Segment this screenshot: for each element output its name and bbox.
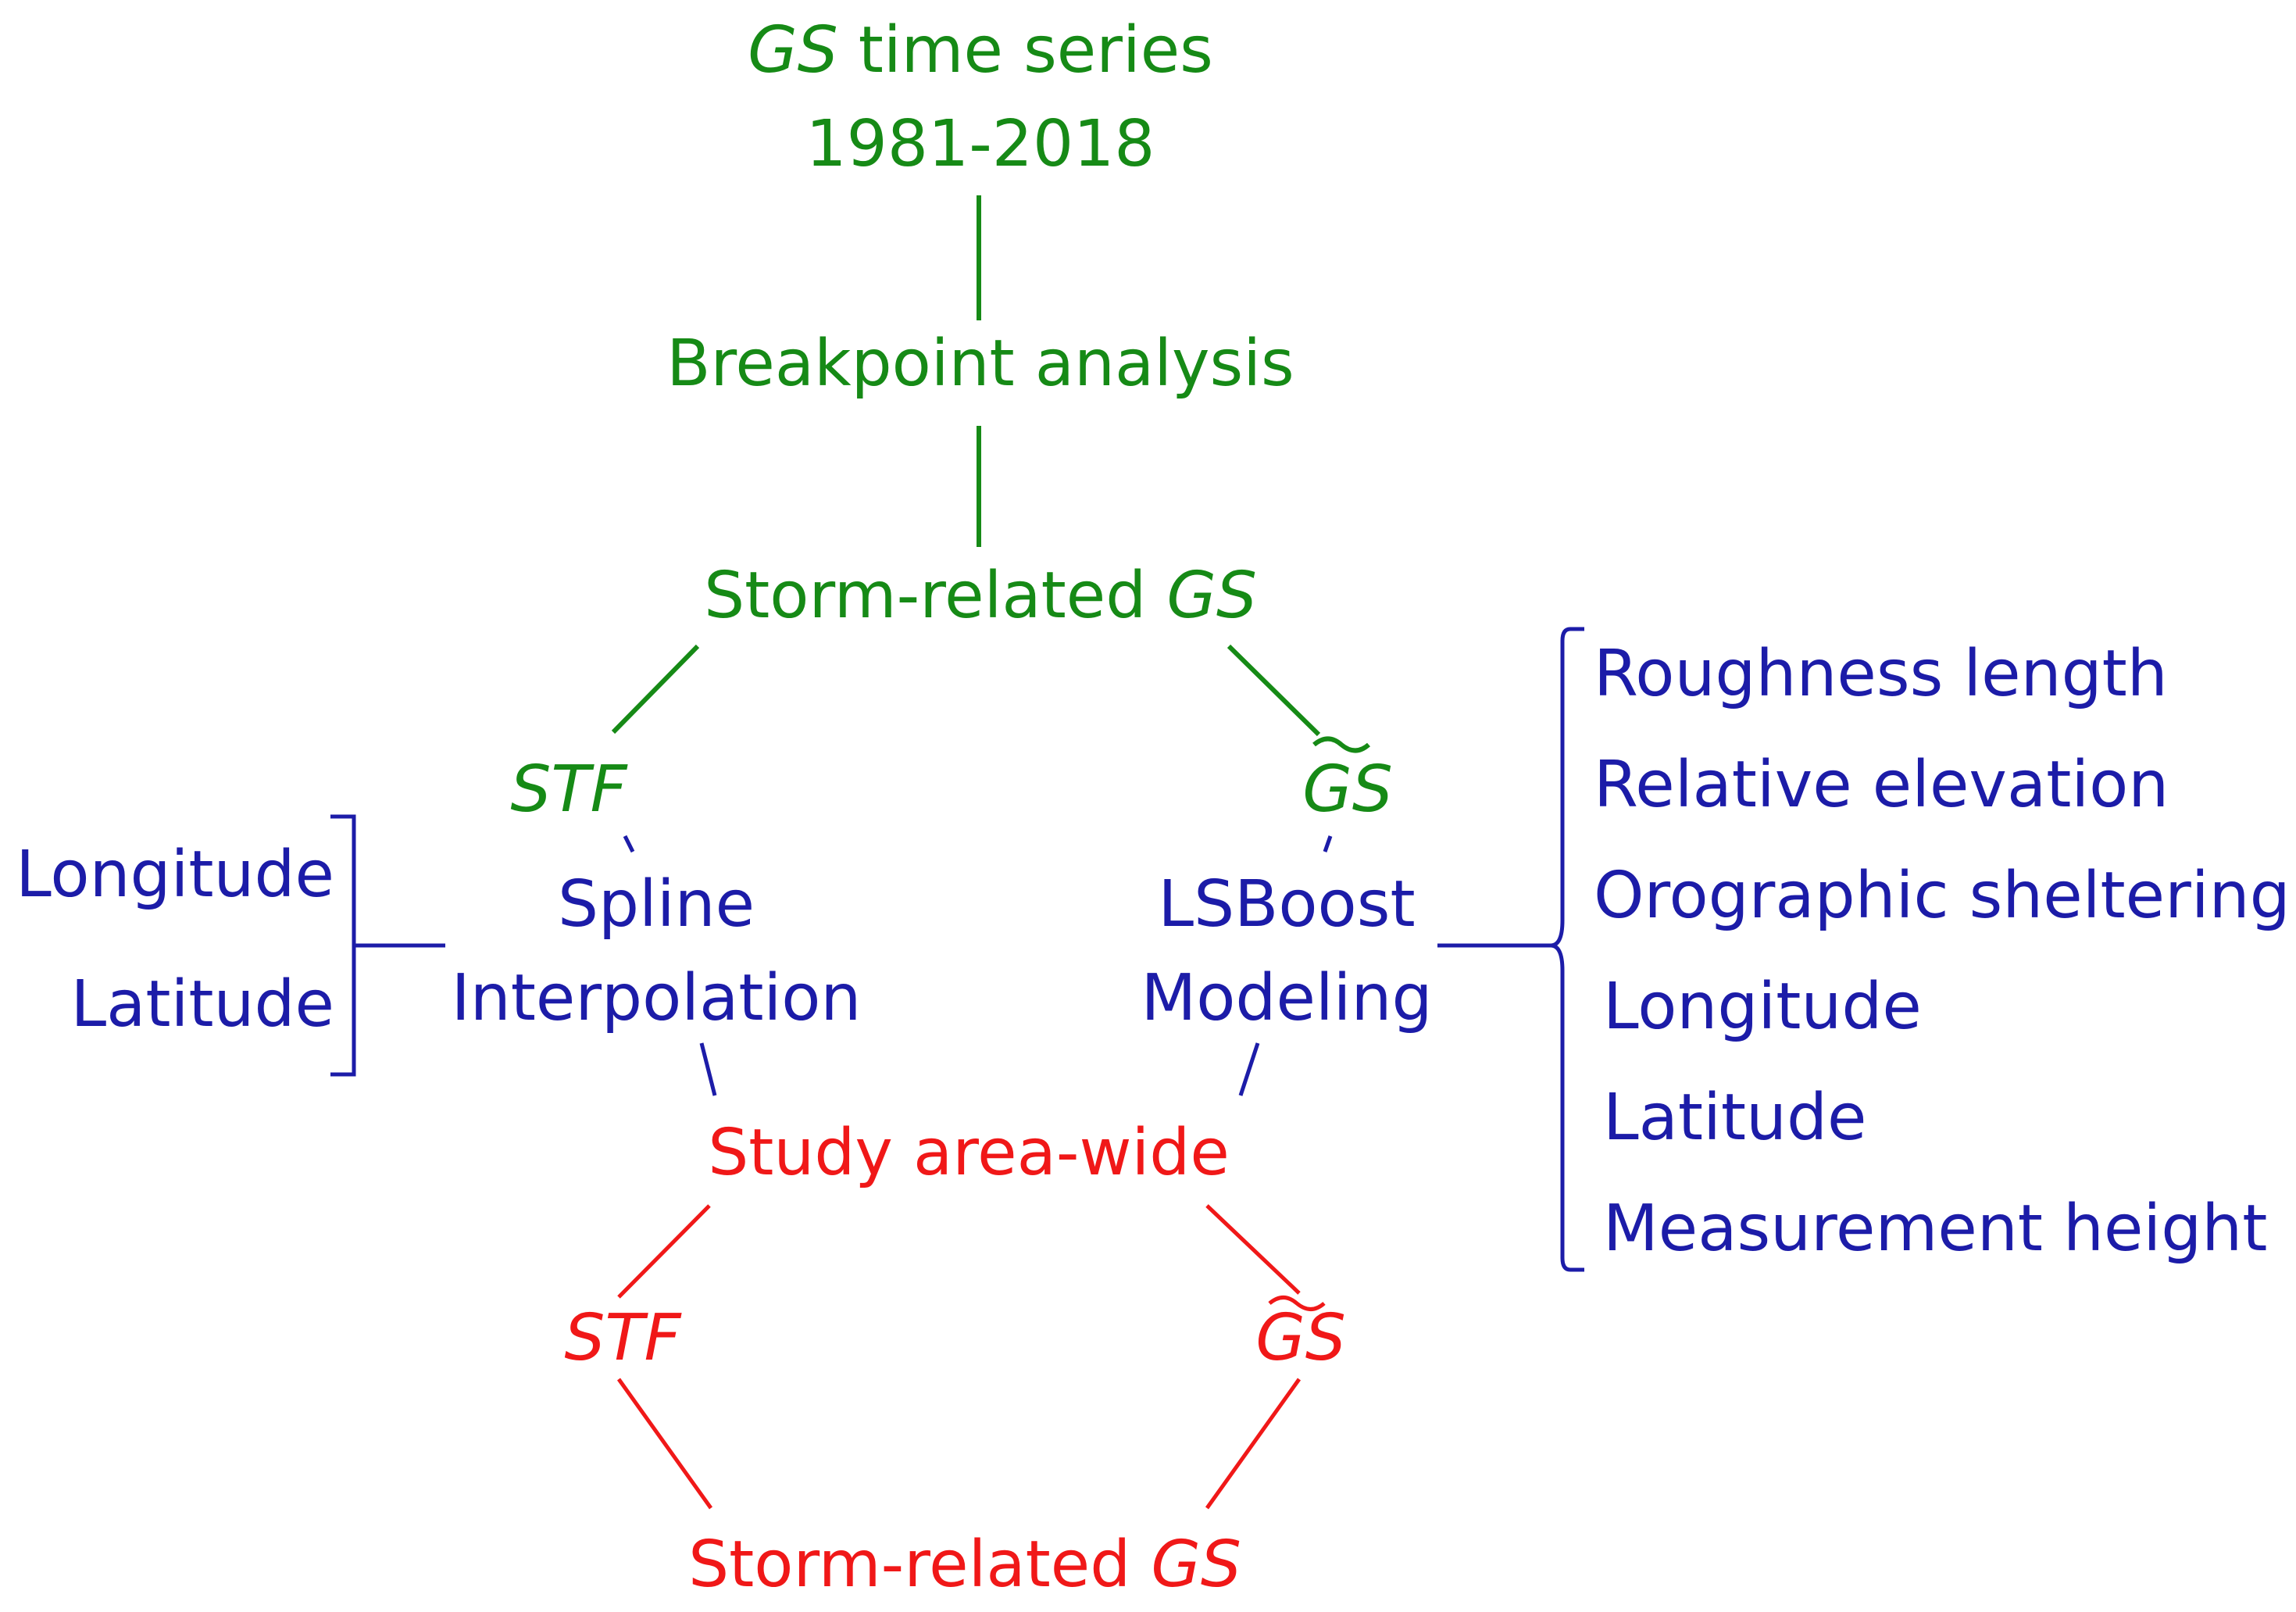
gs-tilde-red-label: GS [1255,1301,1346,1375]
connector-gs-to-lsboost [1323,835,1333,852]
left-predictor-longitude: Longitude [16,838,334,912]
connector-storm-to-stf [611,644,700,735]
spline-label: Spline [558,867,755,942]
tilde-green-icon [1312,736,1370,753]
right-predictor-longitude: Longitude [1603,970,1922,1044]
right-predictor-latitude: Latitude [1603,1081,1867,1155]
storm-related-gs-top-label: Storm-related GS [704,559,1257,633]
gs-tilde-green-label: GS [1302,752,1393,827]
breakpoint-analysis-label: Breakpoint analysis [666,327,1294,401]
connector-stf-to-storm-bottom [616,1378,713,1510]
years-label: 1981-2018 [806,107,1155,181]
tilde-red-icon [1268,1296,1326,1311]
connector-gs-to-storm-bottom [1205,1378,1302,1510]
right-brace [1550,627,1584,1272]
right-predictor-roughness: Roughness length [1594,637,2168,711]
study-area-wide-label: Study area-wide [708,1116,1230,1190]
left-predictor-latitude: Latitude [71,967,335,1042]
interpolation-label: Interpolation [452,961,862,1035]
connector-storm-to-gs-tilde [1227,644,1321,737]
right-predictor-measurement-height: Measurement height [1603,1192,2267,1266]
connector-modeling-to-study [1238,1042,1260,1096]
connector-interpolation-to-study [699,1042,717,1096]
connector-study-to-gs-tilde [1205,1204,1301,1295]
gs-time-series-label: GS time series [748,13,1213,88]
modeling-label: Modeling [1141,961,1432,1035]
connector-study-to-stf [617,1204,711,1299]
stf-red-label: STF [564,1301,682,1375]
storm-related-gs-bottom-label: Storm-related GS [688,1528,1241,1602]
right-predictor-orographic: Orographic sheltering [1594,859,2291,933]
lsboost-label: LSBoost [1158,867,1415,942]
connector-stf-to-spline [623,835,635,853]
right-predictor-relative-elevation: Relative elevation [1594,748,2169,822]
stf-green-label: STF [510,752,628,827]
